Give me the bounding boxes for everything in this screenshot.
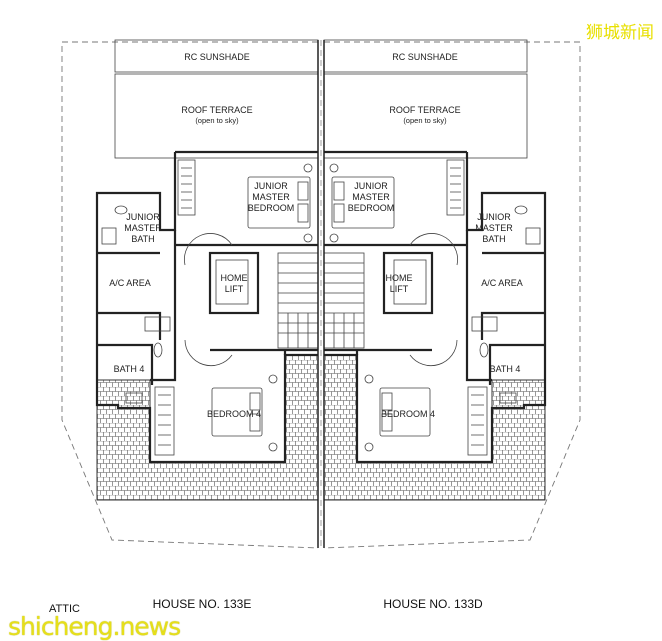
label-ac-area: A/C AREA: [109, 278, 151, 288]
label-lift-2: LIFT: [390, 284, 409, 294]
label-jmb-2: MASTER: [352, 192, 390, 202]
floor-label: ATTIC: [49, 603, 80, 615]
label-jmb-1: JUNIOR: [254, 181, 288, 191]
label-lift-2: LIFT: [225, 284, 244, 294]
labels-133e: RC SUNSHADE ROOF TERRACE (open to sky) J…: [109, 52, 294, 611]
label-jmbath-1: JUNIOR: [126, 212, 160, 222]
label-bedroom-4: BEDROOM 4: [381, 409, 435, 419]
label-jmb-1: JUNIOR: [354, 181, 388, 191]
house-label-133e: HOUSE NO. 133E: [153, 597, 252, 611]
label-jmbath-3: BATH: [482, 234, 505, 244]
label-jmb-3: BEDROOM: [248, 203, 295, 213]
label-lift-1: HOME: [386, 273, 413, 283]
label-jmb-2: MASTER: [252, 192, 290, 202]
label-roof-terrace: ROOF TERRACE: [389, 105, 460, 115]
label-bath-4: BATH 4: [114, 364, 145, 374]
label-jmbath-2: MASTER: [124, 223, 162, 233]
label-rc-sunshade: RC SUNSHADE: [392, 52, 458, 62]
watermark-logo-en: shicheng.news: [8, 612, 181, 641]
label-bath-4: BATH 4: [490, 364, 521, 374]
label-jmbath-2: MASTER: [475, 223, 513, 233]
watermark-logo-cn: 狮城新闻: [586, 23, 654, 43]
label-jmb-3: BEDROOM: [348, 203, 395, 213]
label-lift-1: HOME: [221, 273, 248, 283]
label-terrace-note: (open to sky): [403, 116, 447, 125]
house-133d-plan: [322, 38, 582, 550]
label-jmbath-1: JUNIOR: [477, 212, 511, 222]
label-terrace-note: (open to sky): [195, 116, 239, 125]
label-roof-terrace: ROOF TERRACE: [181, 105, 252, 115]
house-label-133d: HOUSE NO. 133D: [383, 597, 483, 611]
house-133e-plan: [60, 38, 320, 550]
labels-133d: RC SUNSHADE ROOF TERRACE (open to sky) J…: [348, 52, 523, 611]
label-bedroom-4: BEDROOM 4: [207, 409, 261, 419]
label-ac-area: A/C AREA: [481, 278, 523, 288]
label-rc-sunshade: RC SUNSHADE: [184, 52, 250, 62]
label-jmbath-3: BATH: [131, 234, 154, 244]
